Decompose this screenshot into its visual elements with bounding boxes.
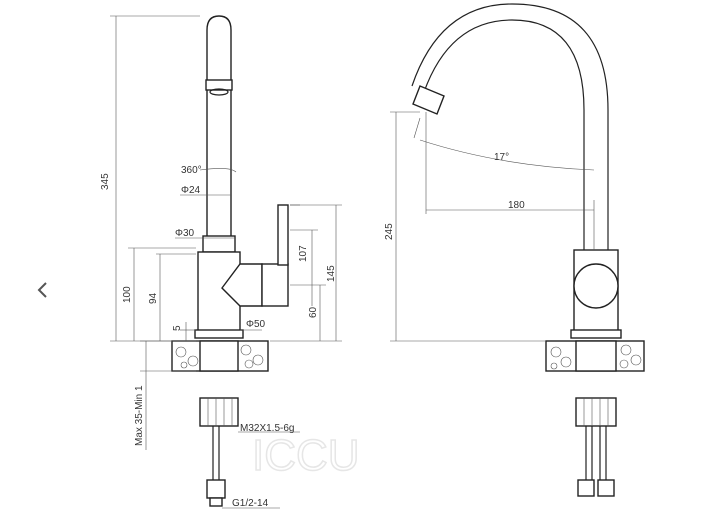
front-handle-lever — [277, 204, 289, 266]
front-aerator — [205, 79, 233, 91]
dim-thread-inlet: G1/2-14 — [232, 498, 269, 509]
dim-base-ring: 5 — [172, 325, 183, 331]
side-spout-outer — [423, 19, 585, 250]
front-hose-nut — [206, 479, 226, 499]
side-aerator — [412, 85, 445, 115]
dim-handle-height-low: 60 — [308, 306, 319, 318]
dim-spout-angle: 17° — [494, 152, 509, 163]
dim-neck-height: 94 — [148, 292, 159, 304]
side-spout-inner — [411, 3, 609, 250]
front-mount-nut — [199, 397, 239, 427]
dim-spout-diameter: Φ24 — [181, 185, 201, 196]
watermark-text: ICCU — [252, 431, 360, 480]
dim-handle-height-total: 145 — [326, 265, 337, 282]
side-base-ring — [570, 329, 622, 339]
prev-image-button[interactable] — [30, 274, 56, 306]
front-view: 345 360° Φ24 Φ30 100 94 5 Φ50 107 145 60… — [100, 15, 342, 509]
dim-base-diameter: Φ30 — [175, 228, 195, 239]
dim-handle-height-top: 107 — [298, 245, 309, 262]
front-base-ring — [194, 329, 244, 339]
front-spout — [206, 15, 232, 251]
dim-body-height: 100 — [122, 286, 133, 303]
dim-handle-diameter: Φ50 — [246, 319, 266, 330]
front-aerator-ring — [209, 88, 229, 96]
front-handle-cap — [261, 263, 289, 307]
side-view: 245 17° 180 — [384, 3, 645, 497]
front-collar — [202, 235, 236, 253]
dim-rotation: 360° — [181, 165, 202, 176]
dim-height-total: 345 — [100, 173, 111, 190]
chevron-left-icon — [37, 282, 47, 298]
side-mount-nut — [575, 397, 617, 427]
dim-reach: 180 — [508, 200, 525, 211]
dim-spout-height: 245 — [384, 223, 395, 240]
side-shank — [575, 340, 617, 372]
front-shank — [199, 340, 239, 372]
side-handle — [573, 263, 619, 309]
dim-max-thickness: Max 35-Min 1 — [134, 385, 145, 446]
dim-thread-mount: M32X1.5-6g — [240, 423, 294, 434]
